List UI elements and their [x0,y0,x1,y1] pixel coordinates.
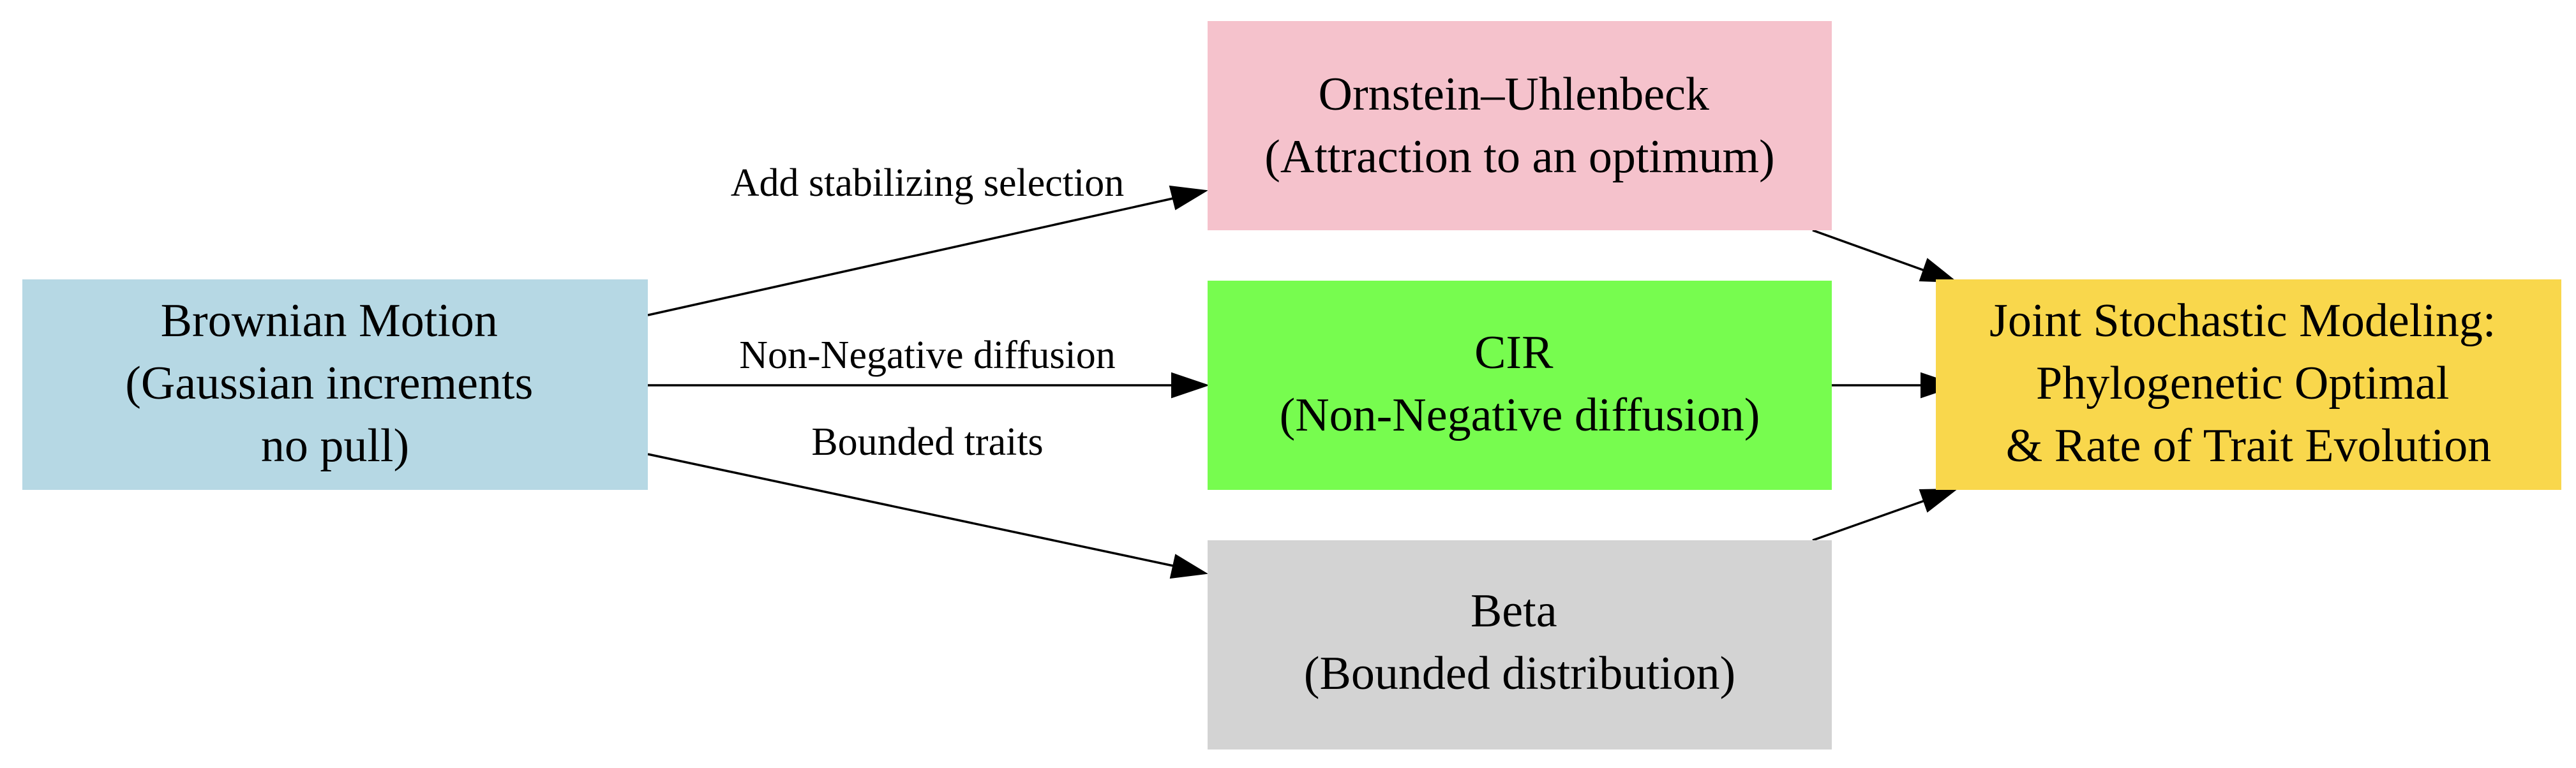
node-label-line: no pull) [261,420,409,472]
node-beta: Beta (Bounded distribution) [1208,540,1832,750]
edge-beta-to-joint [1812,488,1958,542]
node-label-line: Joint Stochastic Modeling: [1989,295,2496,347]
node-label-line: CIR [1474,327,1554,379]
arrowhead-icon [1919,258,1958,283]
edge-brownian-to-cir [648,372,1210,399]
edge-label-non-negative-diffusion: Non-Negative diffusion [739,334,1115,377]
arrowhead-icon [1171,372,1210,399]
node-label-line: Beta [1471,585,1557,637]
node-joint-stochastic-modeling: Joint Stochastic Modeling: Phylogenetic … [1936,279,2561,490]
edge-brownian-to-ou [647,185,1208,316]
arrowhead-icon [1169,554,1208,579]
node-label-line: (Gaussian increments [125,357,533,410]
node-box [1936,279,2561,490]
node-label-line: (Non-Negative diffusion) [1280,389,1760,441]
arrowhead-icon [1169,185,1208,210]
node-box [1208,281,1832,490]
node-box [1208,540,1832,750]
node-ornstein-uhlenbeck: Ornstein–Uhlenbeck (Attraction to an opt… [1208,21,1832,230]
node-label-line: & Rate of Trait Evolution [2006,420,2492,472]
node-label: Beta (Bounded distribution) [1304,585,1735,700]
node-label: Brownian Motion (Gaussian increments no … [125,295,545,472]
node-label: Ornstein–Uhlenbeck (Attraction to an opt… [1264,68,1774,183]
edge-label-stabilizing-selection: Add stabilizing selection [731,161,1124,205]
edge-ou-to-joint [1812,229,1958,283]
edge-label-bounded-traits: Bounded traits [811,420,1043,464]
node-box [22,279,648,490]
node-label-line: Ornstein–Uhlenbeck [1319,68,1709,121]
node-label: CIR (Non-Negative diffusion) [1280,327,1760,441]
node-cir: CIR (Non-Negative diffusion) [1208,281,1832,490]
node-label: Joint Stochastic Modeling: Phylogenetic … [1989,295,2508,472]
edge-brownian-to-beta [647,453,1208,579]
node-label-line: (Bounded distribution) [1304,647,1735,700]
node-brownian-motion: Brownian Motion (Gaussian increments no … [22,279,648,490]
arrowhead-icon [1919,488,1958,513]
node-label-line: Brownian Motion [161,295,498,347]
node-label-line: (Attraction to an optimum) [1264,131,1774,183]
node-box [1208,21,1832,230]
node-label-line: Phylogenetic Optimal [2036,357,2449,410]
